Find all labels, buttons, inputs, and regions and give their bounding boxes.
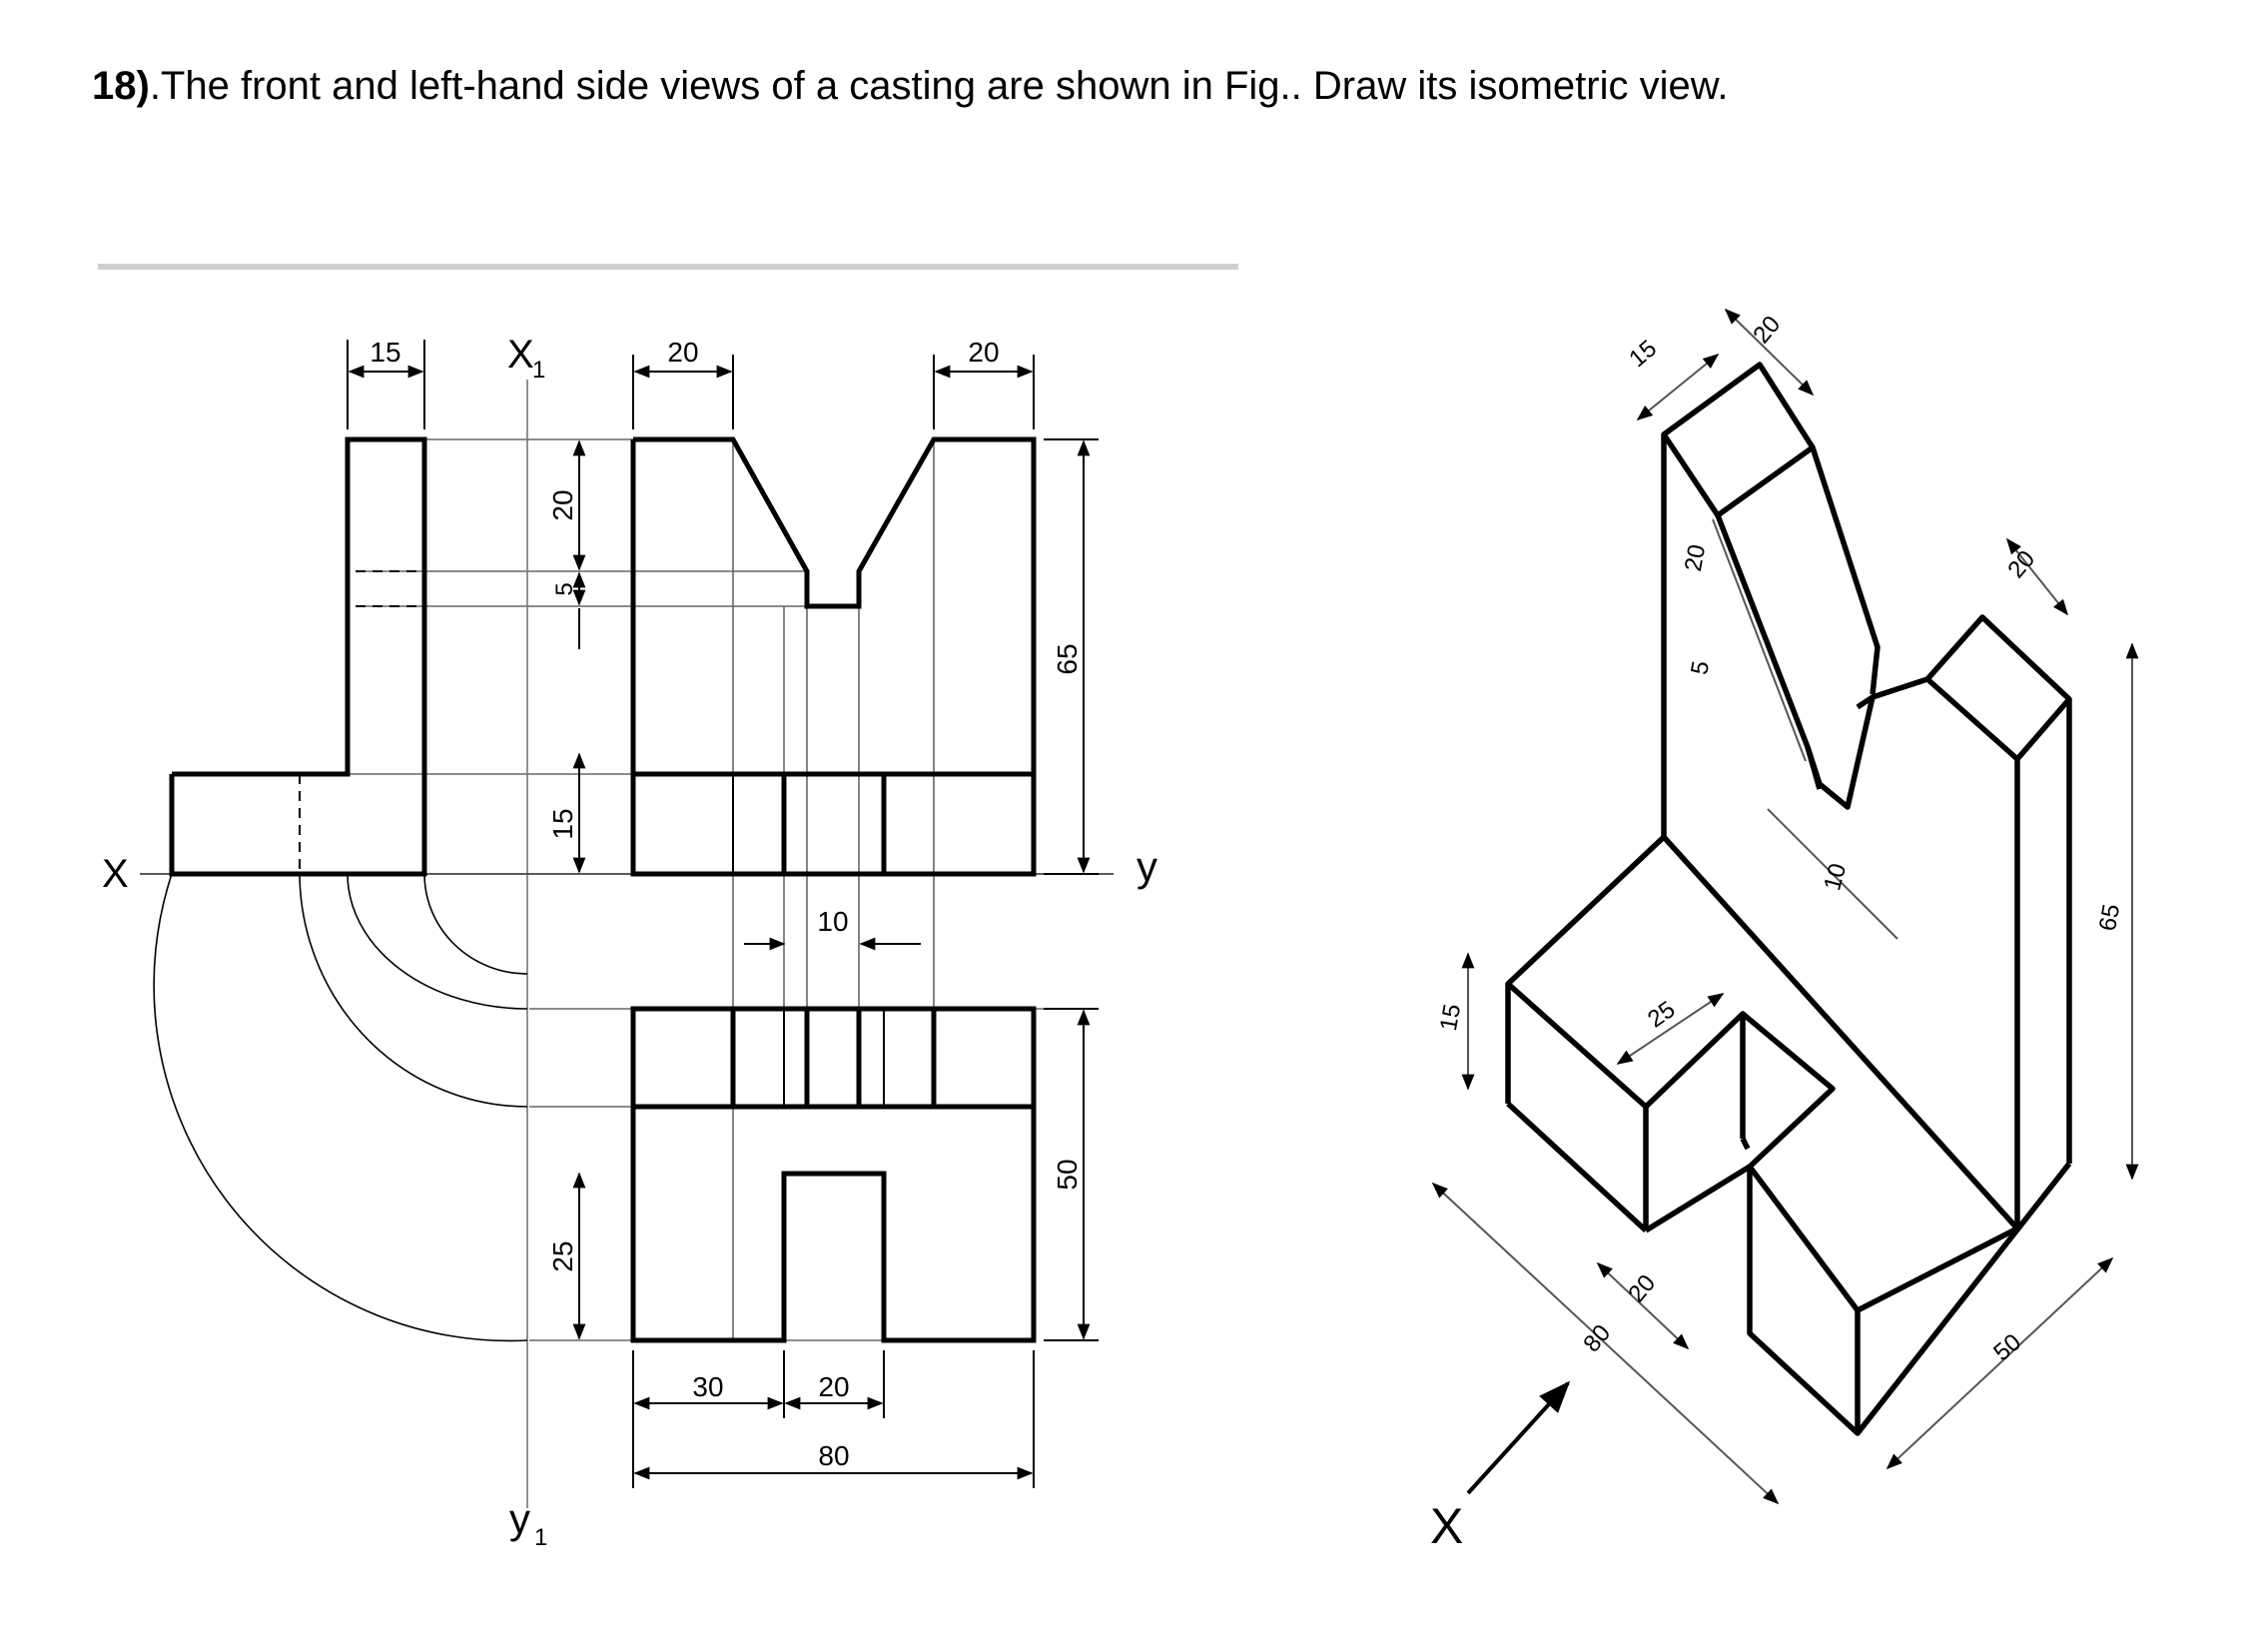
side-view-outline [169,436,427,877]
dim-side-top-width: 15 [370,337,400,368]
label-y1-sub: 1 [534,1524,547,1551]
iso-dim-depth-50: 50 [1988,1328,2026,1366]
iso-dimension-lines [1431,308,2139,1505]
dim-overall-height: 65 [1052,643,1083,674]
dim-vgroove-flat: 5 [551,582,578,595]
dim-front-right-top: 20 [968,337,999,368]
dim-slot-width: 10 [817,906,848,937]
ortho-dimension-labels: 15 20 20 20 5 15 65 10 50 25 30 20 80 [370,337,1083,1471]
iso-dim-right-top-20: 20 [2002,545,2040,583]
view-direction-arrow [1466,1380,1571,1495]
orthographic-views [140,340,1114,1508]
iso-dim-base-15: 15 [1435,1002,1466,1033]
front-view-outline [630,436,1037,877]
label-y1: y [509,1495,530,1542]
projection-lines [310,438,1094,1341]
iso-view-label-x: X [1430,1498,1463,1554]
top-view-outline [630,1006,1037,1343]
iso-dim-height-65: 65 [2094,902,2125,933]
iso-outline [1505,362,2072,1436]
ortho-reference-labels: X y X 1 y 1 [102,333,1157,1551]
iso-dim-notch-25: 25 [1643,996,1680,1033]
dim-offset-left: 30 [692,1371,723,1402]
dim-front-left-top: 20 [667,337,698,368]
question-body: .The front and left-hand side views of a… [149,64,1729,108]
iso-dim-top-20: 20 [1748,311,1786,349]
dim-overall-width: 80 [818,1440,849,1471]
question-text: 18).The front and left-hand side views o… [92,64,1729,109]
iso-dim-slope-5: 5 [1686,659,1715,677]
dim-notch-width: 20 [818,1371,849,1402]
iso-dim-slope-20: 20 [1680,542,1711,573]
label-x1-sub: 1 [532,357,545,384]
dim-base-height: 15 [547,808,578,839]
dim-notch-depth: 25 [547,1240,578,1271]
dim-plan-depth: 50 [1052,1159,1083,1190]
ortho-dimension-lines [347,340,1099,1488]
label-y: y [1136,843,1157,890]
isometric-view [1431,308,2139,1505]
iso-dim-length-80: 80 [1578,1319,1616,1357]
iso-dim-notch-20: 20 [1623,1269,1661,1307]
question-number: 18) [92,64,150,108]
label-x: X [102,852,129,896]
projection-arcs [153,873,528,1342]
label-x1: X [507,333,534,377]
dim-vgroove-depth: 20 [547,489,578,520]
side-view-hidden-lines [299,570,417,871]
iso-dim-top-15: 15 [1624,335,1662,373]
